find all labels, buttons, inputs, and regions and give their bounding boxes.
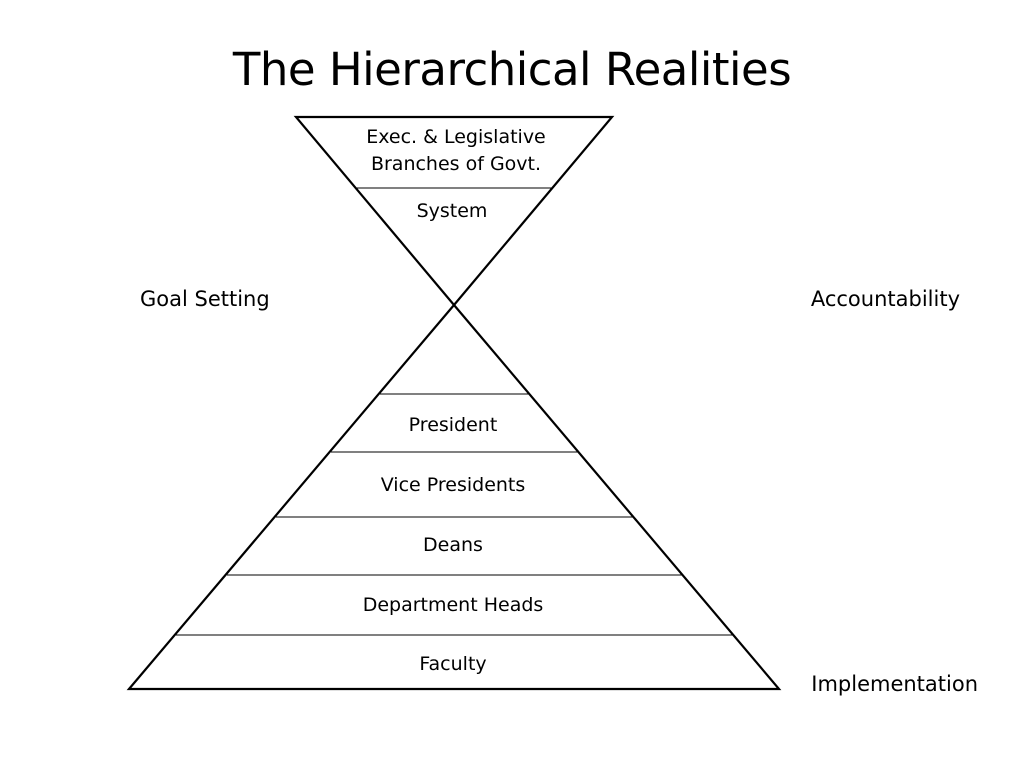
slide-title: The Hierarchical Realities bbox=[232, 43, 792, 96]
side-label-accountability: Accountability bbox=[811, 287, 960, 311]
side-label-implementation: Implementation bbox=[811, 672, 978, 696]
pyramid bbox=[126, 303, 782, 691]
level-label-faculty: Faculty bbox=[419, 653, 486, 675]
level-label-president: President bbox=[409, 414, 498, 436]
level-label-system: System bbox=[417, 200, 488, 222]
level-label-deans: Deans bbox=[423, 534, 483, 556]
level-label-vice-presidents: Vice Presidents bbox=[381, 474, 526, 496]
side-label-goal-setting: Goal Setting bbox=[140, 287, 270, 311]
level-label-exec-line-2: Branches of Govt. bbox=[371, 153, 541, 175]
inverted-triangle bbox=[293, 115, 615, 307]
level-label-department-heads: Department Heads bbox=[363, 594, 544, 616]
level-label-exec-line-1: Exec. & Legislative bbox=[366, 126, 546, 148]
